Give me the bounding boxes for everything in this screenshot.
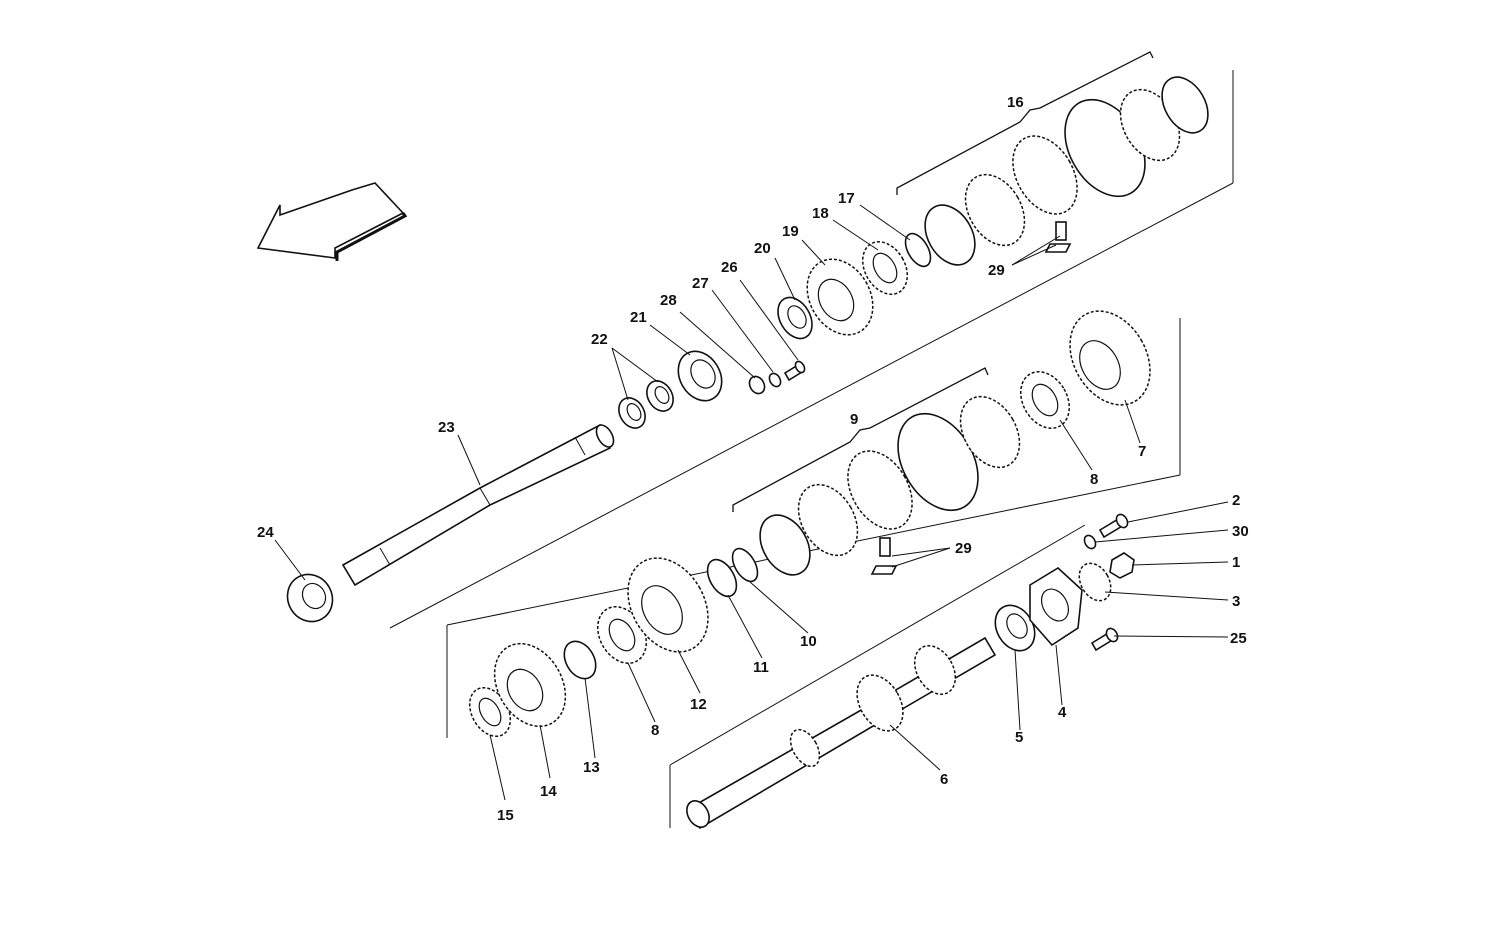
ring-13 <box>563 640 597 680</box>
label-29b: 29 <box>955 540 972 557</box>
label-14: 14 <box>540 783 557 800</box>
needle-bearing-8-upper <box>1020 371 1070 429</box>
synchronizer-assembly-9 <box>759 395 1021 576</box>
label-27: 27 <box>692 275 709 292</box>
label-2: 2 <box>1232 492 1240 509</box>
leader-lines <box>274 204 1229 801</box>
nut-28 <box>748 375 766 395</box>
gear-7 <box>1069 310 1151 406</box>
lower-assembly-frame <box>669 524 1086 828</box>
needle-bearing-18 <box>861 241 909 295</box>
label-5: 5 <box>1015 729 1023 746</box>
needle-bearing-8-lower <box>597 606 647 664</box>
label-4: 4 <box>1058 704 1067 721</box>
label-22: 22 <box>591 331 608 348</box>
label-13: 13 <box>583 759 600 776</box>
gear-12 <box>627 557 709 653</box>
brace-9 <box>732 367 989 512</box>
spring-29-lower <box>870 537 898 575</box>
label-24: 24 <box>257 524 274 541</box>
label-23: 23 <box>438 419 455 436</box>
washer-30 <box>1083 534 1097 550</box>
screw-25 <box>1090 627 1119 652</box>
label-17: 17 <box>838 190 855 207</box>
label-1: 1 <box>1232 554 1240 571</box>
upper-assembly-frame <box>389 70 1234 629</box>
nut-1 <box>1109 552 1135 579</box>
callout-labels: 1 2 3 4 5 6 7 8 8 9 10 11 12 13 14 15 16… <box>257 94 1249 824</box>
ring-17 <box>904 232 932 268</box>
label-3: 3 <box>1232 593 1240 610</box>
label-15: 15 <box>497 807 514 824</box>
label-21: 21 <box>630 309 647 326</box>
bearing-5 <box>994 604 1036 652</box>
spring-29-upper <box>1044 221 1072 253</box>
label-16: 16 <box>1007 94 1024 111</box>
label-26: 26 <box>721 259 738 276</box>
label-6: 6 <box>940 771 948 788</box>
spacer-20 <box>777 296 813 340</box>
gear-19 <box>806 258 874 336</box>
shaft-23 <box>341 423 615 587</box>
label-29a: 29 <box>988 262 1005 279</box>
label-12: 12 <box>690 696 707 713</box>
label-28: 28 <box>660 292 677 309</box>
bearing-21 <box>677 350 723 402</box>
screw-2 <box>1098 513 1129 539</box>
gear-3 <box>1078 562 1112 602</box>
direction-arrow-icon <box>256 182 408 261</box>
label-10: 10 <box>800 633 817 650</box>
gear-14 <box>493 642 567 728</box>
brace-16 <box>896 51 1154 195</box>
synchronizer-assembly-16 <box>924 76 1209 266</box>
label-8b: 8 <box>651 722 659 739</box>
plate-4 <box>1029 567 1083 647</box>
label-30: 30 <box>1232 523 1249 540</box>
label-9: 9 <box>850 411 858 428</box>
label-7: 7 <box>1138 443 1146 460</box>
label-19: 19 <box>782 223 799 240</box>
ring-11 <box>706 558 738 598</box>
label-11: 11 <box>753 659 769 676</box>
label-8a: 8 <box>1090 471 1098 488</box>
label-25: 25 <box>1230 630 1247 647</box>
ring-10 <box>731 547 759 583</box>
screw-26 <box>783 360 806 382</box>
label-18: 18 <box>812 205 829 222</box>
label-20: 20 <box>754 240 771 257</box>
main-shaft-6 <box>686 636 997 830</box>
rings-22 <box>618 380 674 429</box>
washer-27 <box>768 372 782 388</box>
middle-assembly-frame <box>446 318 1181 738</box>
bearing-24 <box>286 573 334 623</box>
